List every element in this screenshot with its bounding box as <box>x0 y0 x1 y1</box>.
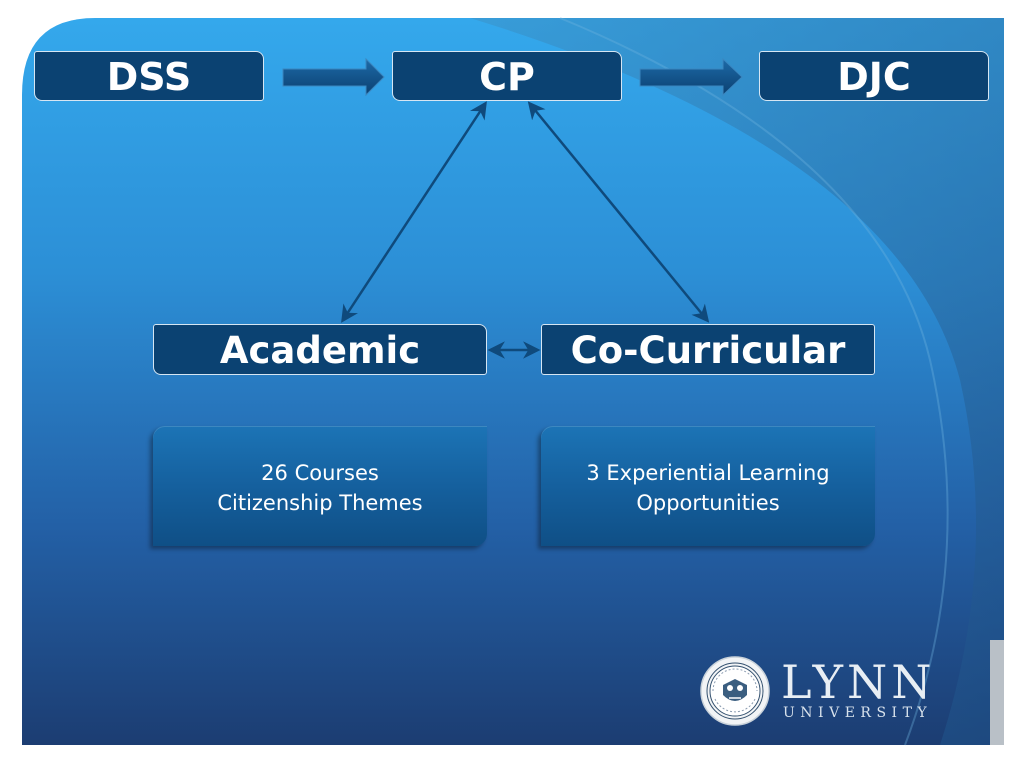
university-seal-icon <box>700 656 770 726</box>
info-box-academic: 26 Courses Citizenship Themes <box>153 426 487 546</box>
info-academic-line-1: 26 Courses <box>261 461 379 485</box>
background-panel <box>22 18 1004 745</box>
node-djc: DJC <box>759 51 989 101</box>
node-academic: Academic <box>153 324 487 375</box>
node-co-curricular: Co-Curricular <box>541 324 875 375</box>
node-cp: CP <box>392 51 622 101</box>
info-box-co-curricular: 3 Experiential Learning Opportunities <box>541 426 875 546</box>
right-edge-strip <box>990 640 1004 745</box>
background-swoosh-line <box>559 17 949 746</box>
lynn-university-logo: LYNN UNIVERSITY <box>699 655 939 727</box>
info-cocurricular-line-1: 3 Experiential Learning <box>586 461 830 485</box>
logo-wordmark: LYNN <box>781 655 936 709</box>
info-cocurricular-line-2: Opportunities <box>636 491 780 515</box>
info-academic-line-2: Citizenship Themes <box>217 491 423 515</box>
connector-cp-academic <box>341 101 487 323</box>
arrow-dss-to-cp <box>282 57 385 97</box>
logo-subtitle: UNIVERSITY <box>783 705 933 721</box>
node-dss: DSS <box>34 51 264 101</box>
background-swoosh <box>470 18 1004 745</box>
connector-cp-cocurricular <box>527 101 710 323</box>
arrow-cp-to-djc <box>639 57 743 97</box>
